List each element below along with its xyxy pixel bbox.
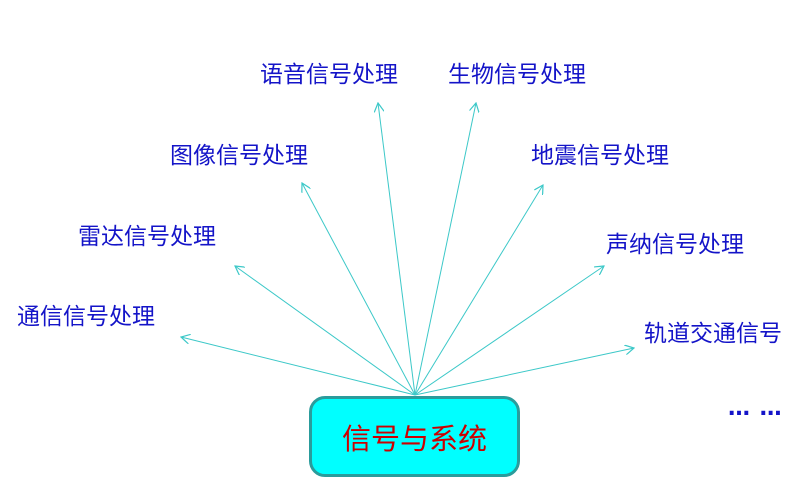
arrow-speech bbox=[378, 103, 416, 396]
label-seismic: 地震信号处理 bbox=[531, 143, 669, 169]
arrow-bio bbox=[414, 103, 476, 396]
arrow-sonar bbox=[414, 266, 604, 396]
center-label: 信号与系统 bbox=[341, 421, 487, 456]
arrow-comm bbox=[181, 337, 416, 396]
label-speech: 语音信号处理 bbox=[260, 62, 398, 88]
arrow-radar bbox=[235, 266, 416, 396]
center-node: 信号与系统 bbox=[309, 396, 520, 477]
arrow-seismic bbox=[414, 185, 543, 396]
arrow-image bbox=[302, 183, 416, 396]
label-sonar: 声纳信号处理 bbox=[606, 232, 744, 258]
label-image: 图像信号处理 bbox=[170, 143, 308, 169]
label-bio: 生物信号处理 bbox=[448, 62, 586, 88]
label-rail: 轨道交通信号 bbox=[644, 321, 782, 347]
more-ellipsis: … … bbox=[728, 396, 783, 421]
label-radar: 雷达信号处理 bbox=[78, 224, 216, 250]
arrow-rail bbox=[414, 348, 634, 396]
label-comm: 通信信号处理 bbox=[17, 304, 155, 330]
